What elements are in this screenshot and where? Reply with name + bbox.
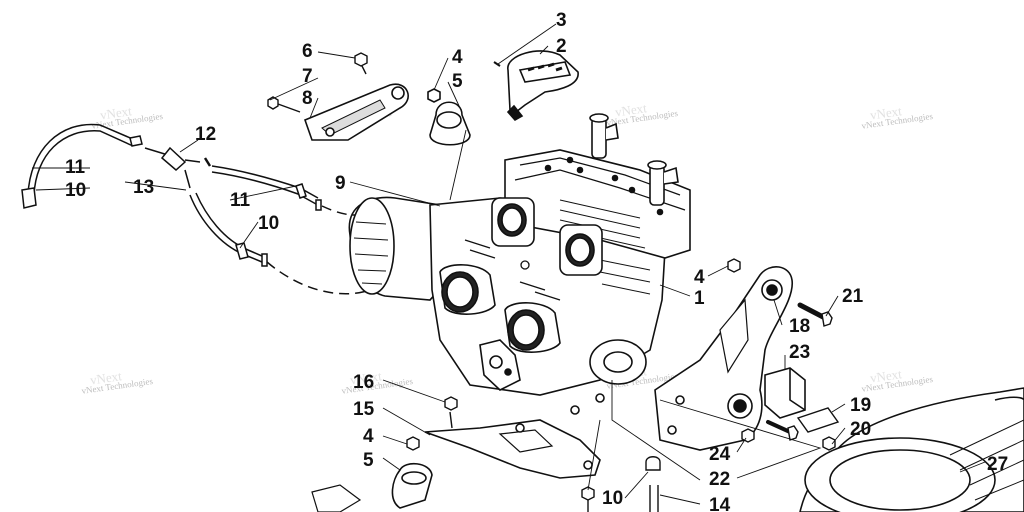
watermark: vNext vNext Technologies <box>606 100 679 128</box>
callout-5b: 5 <box>363 450 374 471</box>
shim <box>796 407 840 433</box>
starter-handle <box>493 50 579 122</box>
spark-plug <box>647 160 679 206</box>
callout-4b: 4 <box>694 267 705 288</box>
callout-9: 9 <box>335 173 346 194</box>
exhaust-port <box>504 302 561 353</box>
callout-14: 14 <box>709 495 731 512</box>
exhaust-fragment <box>311 484 362 512</box>
callout-11b: 11 <box>230 190 251 211</box>
callout-15: 15 <box>353 399 375 420</box>
callout-24: 24 <box>709 444 731 465</box>
fuel-lines <box>21 123 371 295</box>
callout-10: 10 <box>65 180 86 201</box>
callout-18: 18 <box>789 316 810 337</box>
callout-4: 4 <box>452 47 463 68</box>
watermark: vNext vNext Technologies <box>91 103 164 131</box>
drive-clutch <box>799 387 1024 512</box>
callout-22: 22 <box>709 469 730 490</box>
callout-3: 3 <box>556 10 567 31</box>
callout-11: 11 <box>65 157 86 178</box>
rubber-mount <box>391 462 433 509</box>
callout-10b: 10 <box>258 213 279 234</box>
watermark: vNext vNext Technologies <box>81 368 154 396</box>
callout-13: 13 <box>133 177 154 198</box>
spark-plug <box>589 113 619 159</box>
callout-1: 1 <box>694 288 705 309</box>
head-bolts <box>544 156 664 216</box>
callout-10c: 10 <box>602 488 623 509</box>
callouts: 3 2 6 4 7 5 8 12 11 10 13 11 10 9 4 1 21… <box>65 10 1008 512</box>
rubber-block <box>764 367 806 419</box>
bolt <box>406 396 661 512</box>
studs <box>464 239 561 301</box>
engine-mount-bracket <box>303 83 409 141</box>
rubber-mount <box>427 88 471 146</box>
exhaust-port <box>439 264 496 315</box>
callout-12: 12 <box>195 124 216 145</box>
leader-lines <box>32 23 986 505</box>
callout-5: 5 <box>452 71 463 92</box>
callout-16: 16 <box>353 372 374 393</box>
svg-text:vNext: vNext <box>614 100 648 119</box>
svg-text:vNext: vNext <box>869 103 903 122</box>
mount-plate <box>654 266 793 451</box>
bolt <box>727 258 836 451</box>
recoil-starter <box>348 196 450 301</box>
callout-2: 2 <box>556 36 567 57</box>
watermark: vNext vNext Technologies <box>861 103 934 131</box>
callout-7: 7 <box>302 66 313 87</box>
watermark: vNext vNext Technologies <box>341 368 414 396</box>
callout-19: 19 <box>850 395 871 416</box>
callout-8: 8 <box>302 88 313 109</box>
pto-flange <box>570 339 647 415</box>
svg-text:vNext: vNext <box>89 368 123 387</box>
intake-port <box>491 197 535 247</box>
callout-27: 27 <box>987 454 1008 475</box>
lower-mount-bracket <box>424 419 601 479</box>
callout-21: 21 <box>842 286 864 307</box>
callout-20: 20 <box>850 419 871 440</box>
callout-23: 23 <box>789 342 810 363</box>
svg-text:vNext: vNext <box>349 368 383 387</box>
callout-4c: 4 <box>363 426 374 447</box>
watermark: vNext vNext Technologies <box>861 366 934 394</box>
engine-assembly <box>348 113 691 415</box>
cylinder-fins <box>559 199 651 295</box>
intake-port <box>559 224 603 276</box>
callout-6: 6 <box>302 41 313 62</box>
svg-text:vNext: vNext <box>99 103 133 122</box>
oil-pump <box>479 339 521 391</box>
svg-text:vNext: vNext <box>869 366 903 385</box>
